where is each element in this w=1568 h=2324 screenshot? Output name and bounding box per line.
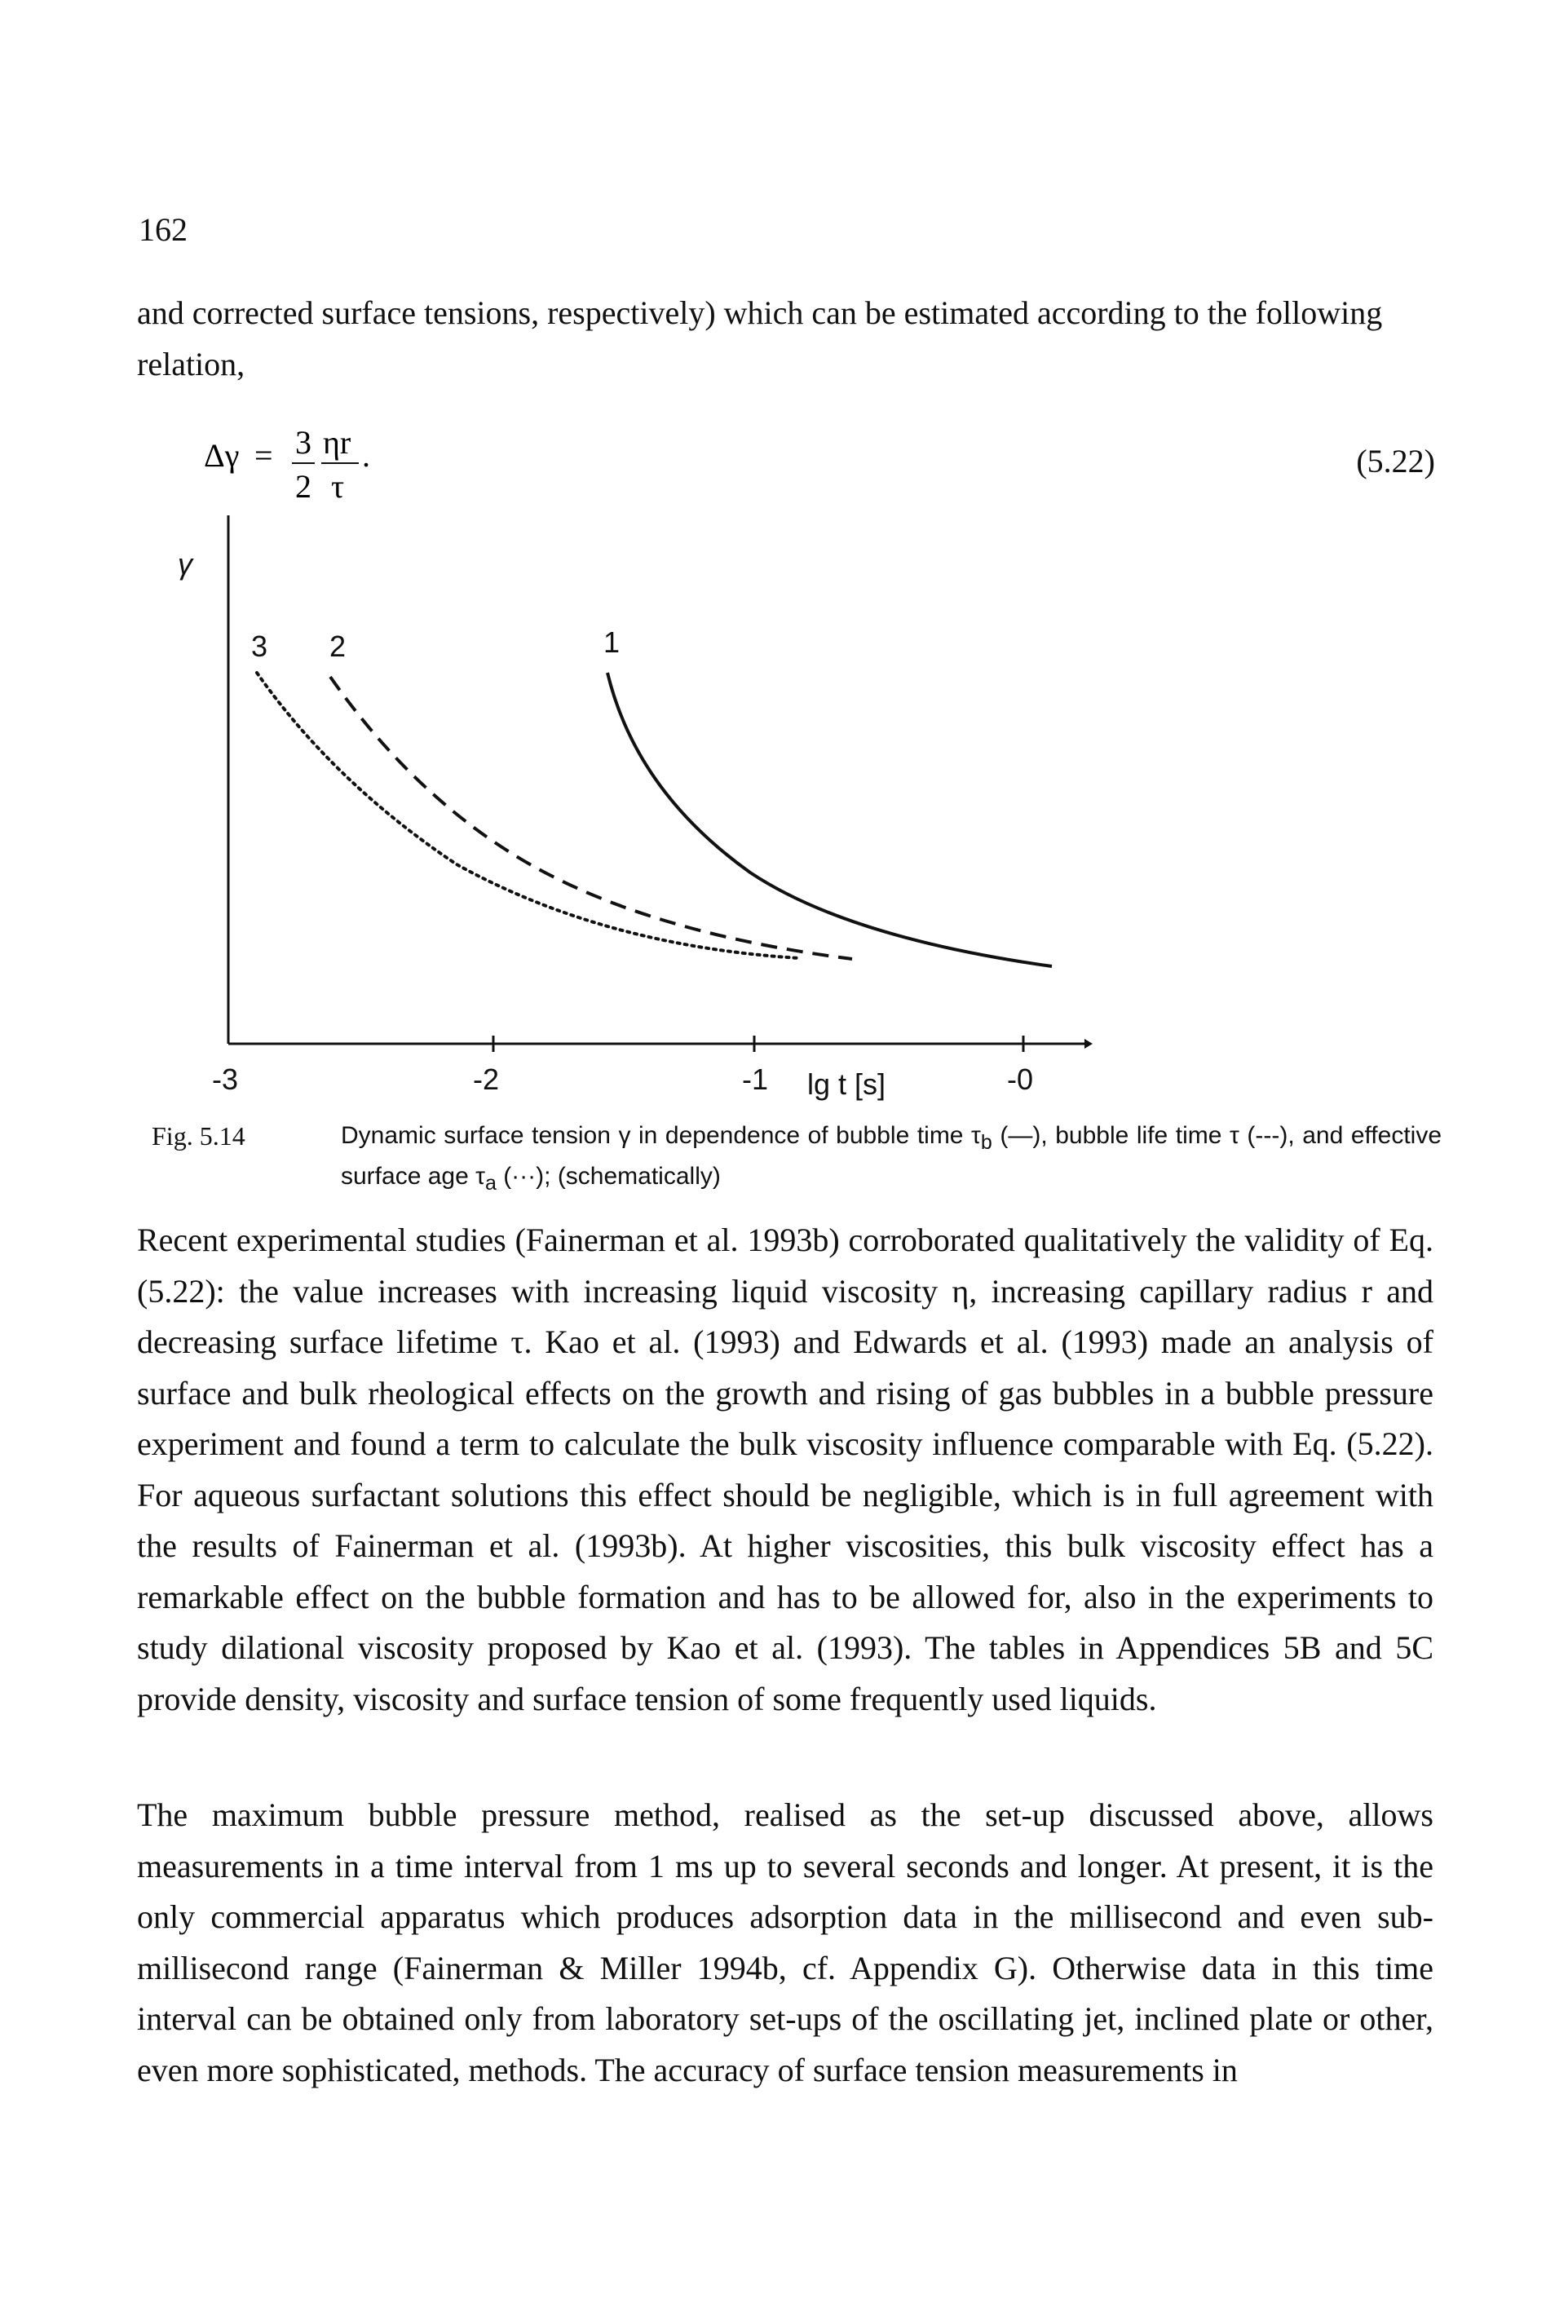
equation-numerator-vars: ηr [323,424,351,461]
caption-subscript: b [980,1131,992,1154]
page-number: 162 [139,211,188,248]
curve-effective-surface-age [255,671,801,960]
curve-label-3: 3 [251,630,267,663]
equation-numerator-coef: 3 [295,424,311,461]
x-axis-arrow-icon [1084,1039,1093,1049]
caption-text-part: (···); (schematically) [496,1163,721,1190]
x-tick-label: -1 [742,1063,768,1096]
paragraph-body-2: The maximum bubble pressure method, real… [137,1796,1433,2088]
caption-text-part: (—), bubble life time τ (---), and effec… [341,1122,1442,1190]
x-tick-label: -0 [1007,1063,1033,1096]
caption-text: Dynamic surface tension γ in dependence … [341,1119,1442,1200]
equation-number: (5.22) [1356,443,1435,479]
figure-dynamic-surface-tension: γ -3 -2 -1 -0 lg t [s] 3 2 1 [178,515,1093,1101]
x-axis-label: lg t [s] [807,1067,886,1101]
curve-bubble-time [606,672,1053,968]
equation-lhs: Δγ [204,437,239,474]
equation-denominator-coef: 2 [295,468,311,505]
curve-bubble-life-time [329,675,853,961]
paragraph-body-1: Recent experimental studies (Fainerman e… [137,1222,1433,1717]
curve-label-2: 2 [329,630,346,663]
paragraph-intro: and corrected surface tensions, respecti… [137,294,1383,382]
caption-label: Fig. 5.14 [152,1121,245,1151]
x-tick-label: -2 [473,1063,499,1096]
equation-formula: Δγ = 3 2 ηr τ . [204,424,370,505]
curve-label-1: 1 [603,625,620,659]
equation-trailing: . [362,437,370,474]
caption-subscript: a [484,1172,497,1195]
equation-equals: = [254,437,273,474]
x-tick-label: -3 [212,1063,238,1096]
equation-5-22: Δγ = 3 2 ηr τ . (5.22) [204,418,1435,507]
caption-text-part: Dynamic surface tension γ in dependence … [341,1122,981,1149]
y-axis-label: γ [178,547,194,581]
equation-denominator-var: τ [331,468,344,505]
